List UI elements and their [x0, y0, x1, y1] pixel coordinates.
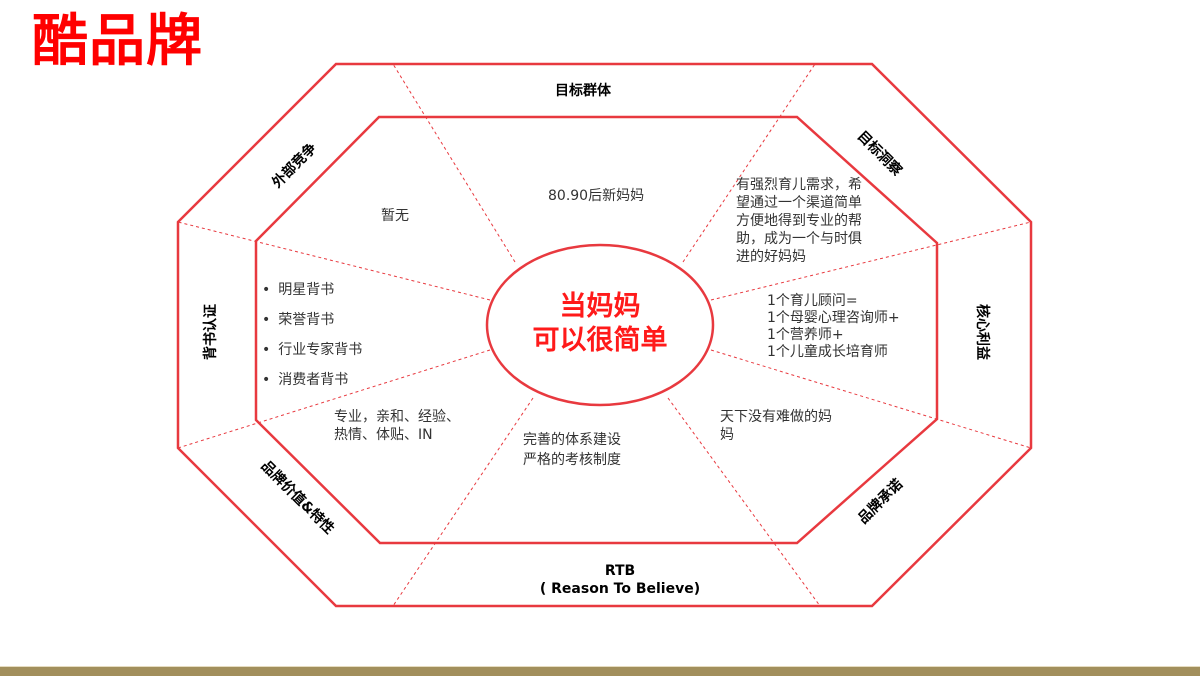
- radial-dividers: [177, 63, 1032, 607]
- outer-octagon: [176, 62, 1033, 608]
- content-target-insight: 有强烈育儿需求，希 望通过一个渠道简单 方便地得到专业的帮 助，成为一个与时俱 …: [736, 177, 862, 265]
- content-rtb: 完善的体系建设 严格的考核制度: [523, 432, 621, 468]
- content-core-benefit: 1个育儿顾问= 1个母婴心理咨询师+ 1个营养师+ 1个儿童成长培育师: [767, 293, 900, 360]
- slide-title: 酷品牌: [32, 9, 203, 74]
- center-slogan: 当妈妈 可以很简单: [532, 291, 668, 356]
- list-item: 荣誉背书: [262, 309, 362, 339]
- content-target-group: 80.90后新妈妈: [548, 188, 645, 204]
- center-ellipse: [485, 243, 715, 407]
- content-external-competition: 暂无: [381, 208, 409, 224]
- footer-bar: [0, 666, 1200, 676]
- list-item: 消费者背书: [262, 369, 362, 399]
- label-rtb: RTB ( Reason To Believe): [500, 562, 740, 598]
- content-brand-value: 专业，亲和、经验、 热情、体贴、IN: [334, 409, 460, 443]
- list-item: 行业专家背书: [262, 339, 362, 369]
- label-rtb-title: RTB: [604, 563, 636, 579]
- endorsement-list: 明星背书 荣誉背书 行业专家背书 消费者背书: [262, 279, 362, 399]
- label-endorsement: 背书认证: [203, 304, 219, 360]
- content-brand-promise: 天下没有难做的妈 妈: [720, 409, 832, 443]
- inner-octagon: [254, 115, 939, 545]
- list-item: 明星背书: [262, 279, 362, 309]
- label-target-group: 目标群体: [555, 83, 611, 99]
- label-core-benefit: 核心利益: [974, 304, 990, 360]
- label-rtb-subtitle: ( Reason To Believe): [539, 581, 701, 597]
